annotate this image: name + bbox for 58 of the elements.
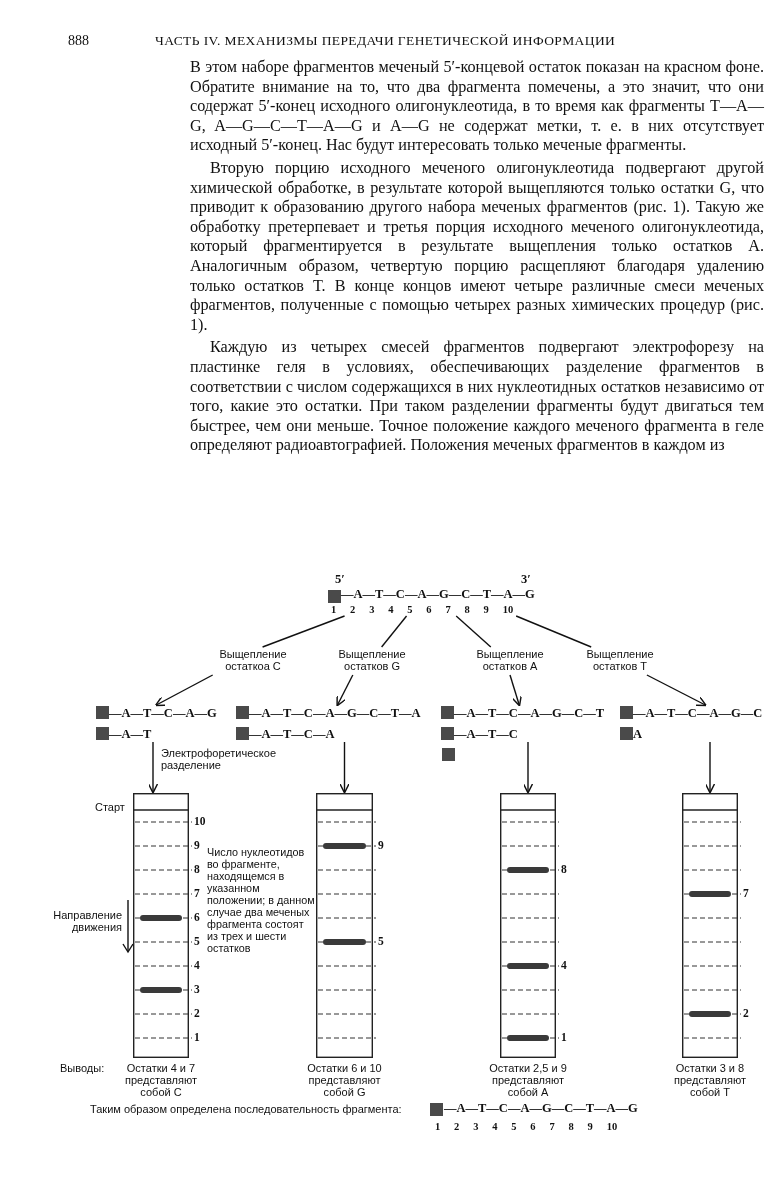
band-number: 7 xyxy=(743,887,749,899)
position-numbers: 1 2 3 4 5 6 7 8 9 10 xyxy=(435,1121,618,1132)
band-number: 8 xyxy=(194,863,200,875)
result-caption: Таким образом определена последовательность фрагмента: xyxy=(90,1103,402,1115)
end-label: 3′ xyxy=(521,572,531,587)
arrow xyxy=(336,674,354,707)
arrow xyxy=(704,741,716,794)
annotation-note: Число нуклеотидов во фрагменте, находящемся в указанном положении; в данном случае два меченых фрагмента состоят из трех и шести остатков xyxy=(207,846,315,954)
band-number: 2 xyxy=(743,1007,749,1019)
connector-line xyxy=(455,615,492,648)
fragment-sequence: A xyxy=(633,727,643,741)
arrow xyxy=(509,674,522,707)
band-number: 4 xyxy=(561,959,567,971)
fragment-sequence: —A—T—C—A—G—C—T xyxy=(454,706,604,720)
lane-conclusion: Остатки 2,5 и 9 представляют собой A xyxy=(488,1062,568,1098)
band-number: 1 xyxy=(194,1031,200,1043)
body-paragraph: В этом наборе фрагментов меченый 5′-концевой остаток показан на красном фоне. Обратите внимание на то, что два фрагмента помечены, а это значит, что они содержат 5′-конец исходного олигонуклеотида, в то время как фрагменты T—A—G, A—G—C—T—A—G и A—G не содержат метки, т. е. в них отсутствует исходный 5′-конец. Нас будут интересовать только меченые фрагменты. xyxy=(190,58,764,156)
band-number: 9 xyxy=(378,839,384,851)
band-number: 1 xyxy=(561,1031,567,1043)
band-number: 5 xyxy=(378,935,384,947)
arrow xyxy=(339,741,350,794)
fragment-sequence: —A—T—C xyxy=(454,727,518,741)
square-icon xyxy=(442,748,455,761)
running-header: ЧАСТЬ IV. МЕХАНИЗМЫ ПЕРЕДАЧИ ГЕНЕТИЧЕСКОЙ ИНФОРМАЦИИ xyxy=(155,33,616,49)
fragment-sequence: —A—T—C—A xyxy=(249,727,335,741)
band-number: 4 xyxy=(194,959,200,971)
band-number: 8 xyxy=(561,863,567,875)
arrow xyxy=(646,674,707,707)
sequence-text: —A—T—C—A—G—C—T—A—G xyxy=(341,587,535,602)
lane-conclusion: Остатки 6 и 10 представляют собой G xyxy=(306,1062,383,1098)
body-paragraph: Каждую из четырех смесей фрагментов подвергают электрофорезу на пластинке геля в условиях, обеспечивающих разделение фрагментов в соответствии с числом содержащихся в них нуклеотидных остатков независимо от того, какие это остатки. При таком разделении фрагменты будут двигаться тем быстрее, чем они меньше. Точное положение каждого меченого фрагмента в геле определяют радиоавтографией. Положения меченых фрагментов в каждом из xyxy=(190,338,764,456)
sequence-text: —A—T—C—A—G—C—T—A—G xyxy=(444,1101,638,1116)
page-number: 888 xyxy=(68,33,89,49)
fragment-sequence: —A—T—C—A—G xyxy=(109,706,217,720)
fragment-sequence: —A—T—C—A—G—C—T—A xyxy=(249,706,421,720)
band-number: 7 xyxy=(194,887,200,899)
band-number: 9 xyxy=(194,839,200,851)
fragment-sequence: —A—T xyxy=(109,727,152,741)
arrow xyxy=(522,741,534,794)
connector-line xyxy=(515,615,592,648)
position-numbers: 1 2 3 4 5 6 7 8 9 10 xyxy=(331,604,514,615)
band-number: 6 xyxy=(194,911,200,923)
end-label: 5′ xyxy=(335,572,345,587)
fragment-sequence: —A—T—C—A—G—C xyxy=(633,706,763,720)
conclusions-label: Выводы: xyxy=(60,1062,105,1074)
body-paragraph: Вторую порцию исходного меченого олигонуклеотида подвергают другой химической обработке, в результате которой выщепляются только остатки G, что приводит к образованию другого набора меченых фрагментов (рис. 1). Такую же обработку претерпевает и третья порция исходного меченого олигонуклеотида, который фрагментируется в результате выщепления только остатков A. Аналогичным образом, четвертую порцию расщепляют благодаря удалению только остатков T. В конце концов имеют четыре различные смеси меченых фрагментов, полученные с помощью четырех разных химических процедур (рис. 1). xyxy=(190,158,764,336)
lane-conclusion: Остатки 4 и 7 представляют собой C xyxy=(124,1062,198,1098)
connector-line xyxy=(261,615,346,648)
band-number: 2 xyxy=(194,1007,200,1019)
lane-conclusion: Остатки 3 и 8 представляют собой T xyxy=(673,1062,747,1098)
band-number: 10 xyxy=(194,815,206,827)
band-number: 3 xyxy=(194,983,200,995)
start-label: Старт xyxy=(95,801,125,813)
connector-line xyxy=(380,615,408,648)
band-number: 5 xyxy=(194,935,200,947)
arrow xyxy=(154,674,214,707)
arrow xyxy=(147,741,159,794)
direction-label: Направление движения xyxy=(52,909,122,933)
